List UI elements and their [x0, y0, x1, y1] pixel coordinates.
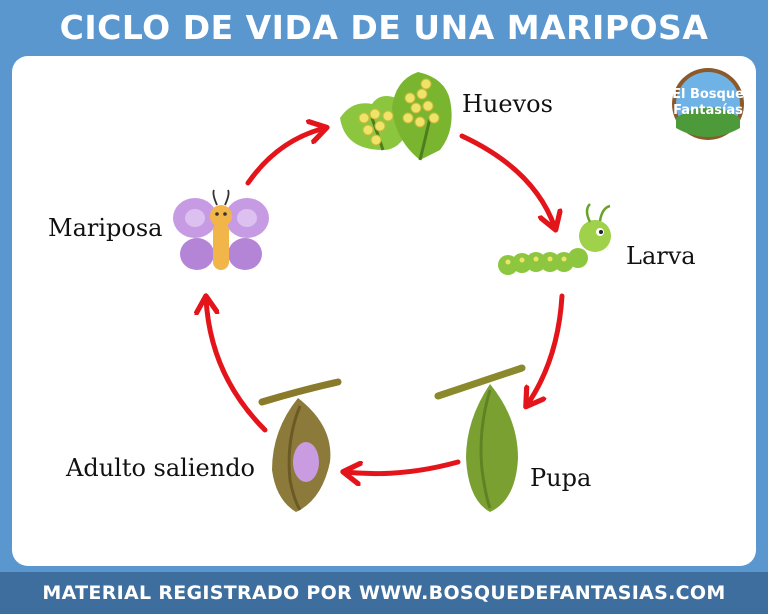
page-title: CICLO DE VIDA DE UNA MARIPOSA: [59, 7, 709, 47]
arrow-emerging-to-butterfly: [206, 298, 268, 433]
arrow-butterfly-to-eggs: [245, 128, 325, 186]
arrow-pupa-to-emerging: [345, 459, 461, 474]
stage-label-pupa: Pupa: [530, 464, 591, 492]
butterfly-icon: [173, 189, 269, 270]
stage-label-butterfly: Mariposa: [48, 214, 162, 242]
forest-logo: El Bosque Fantasías: [672, 68, 744, 140]
logo-text-line1: El Bosque: [672, 87, 744, 102]
footer-credit: MATERIAL REGISTRADO POR WWW.BOSQUEDEFANT…: [0, 572, 768, 614]
stage-label-eggs: Huevos: [462, 90, 553, 118]
caterpillar-icon: [498, 203, 611, 275]
emerging-butterfly-icon: [258, 378, 342, 512]
arrow-larva-to-pupa: [527, 293, 565, 405]
cycle-arrows: [206, 128, 565, 474]
eggs-on-leaf-icon: [340, 72, 452, 161]
stage-label-emerging: Adulto saliendo: [65, 454, 255, 482]
logo-text-line2: Fantasías: [673, 103, 743, 118]
chrysalis-icon: [434, 364, 526, 512]
stage-label-larva: Larva: [626, 242, 696, 270]
arrow-eggs-to-larva: [459, 133, 555, 228]
